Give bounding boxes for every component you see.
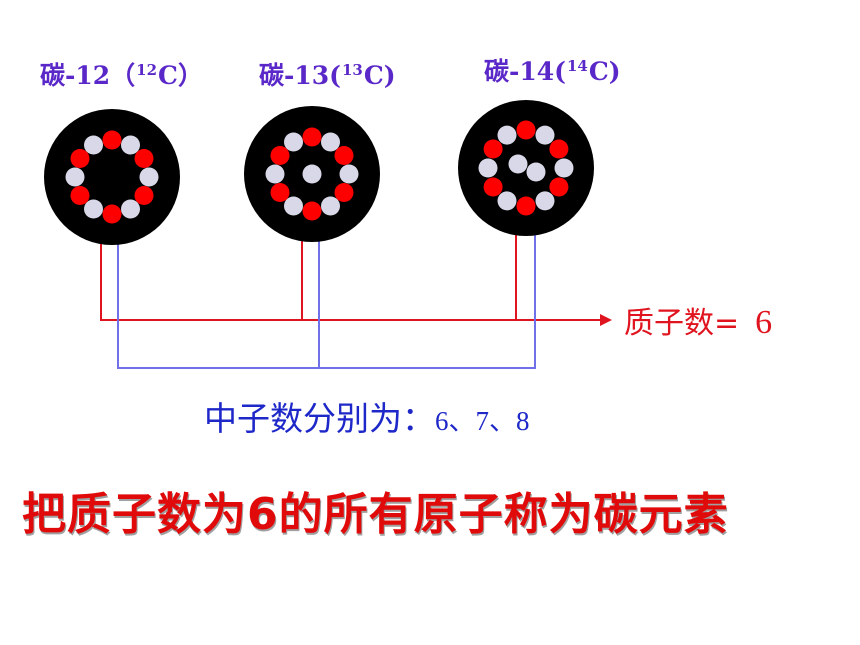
proton-particle	[334, 146, 354, 165]
proton-particle	[483, 177, 503, 197]
conclusion-heading: 把质子数为6的所有原子称为碳元素	[22, 489, 729, 540]
proton-particle	[270, 183, 290, 202]
mass-number: 14	[567, 57, 588, 75]
proton-particle	[516, 196, 536, 216]
isotope-label-c13: 碳-13(13C)	[259, 56, 396, 92]
neutron-particle	[84, 135, 103, 155]
proton-count-label: 质子数=	[624, 306, 740, 341]
isotope-label-suffix: )	[608, 57, 621, 86]
neutron-count-text: 中子数分别为：6、7、8	[204, 392, 530, 440]
neutron-particle	[265, 164, 285, 184]
proton-particle	[334, 183, 354, 202]
proton-particle	[134, 186, 154, 205]
isotope-label-prefix: 碳-12（	[40, 61, 136, 90]
neutron-count-values: 6、7、8	[435, 406, 530, 436]
isotope-label-c14: 碳-14(14C)	[484, 52, 621, 88]
neutron-particle	[84, 199, 103, 219]
arrow-head-icon	[600, 314, 612, 326]
mass-number: 13	[342, 61, 363, 79]
element-symbol: C	[158, 61, 178, 90]
mass-number: 12	[136, 61, 158, 79]
proton-particle	[549, 139, 569, 159]
proton-particle	[549, 177, 569, 197]
neutron-particle	[284, 196, 303, 216]
neutron-connector-line	[117, 220, 536, 369]
proton-particle	[70, 186, 90, 205]
neutron-particle	[284, 132, 303, 152]
neutron-particle	[497, 191, 517, 211]
proton-particle	[270, 146, 290, 165]
neutron-particle	[139, 167, 159, 187]
proton-particle	[516, 120, 536, 140]
neutron-particle	[302, 164, 322, 184]
proton-count-text: 质子数= 6	[624, 298, 772, 342]
proton-particle	[302, 201, 322, 221]
proton-connector-line	[100, 222, 600, 321]
isotope-label-suffix: ）	[177, 61, 203, 90]
proton-particle	[483, 139, 503, 159]
neutron-particle	[121, 135, 140, 155]
isotope-label-prefix: 碳-13(	[259, 61, 341, 90]
isotope-label-suffix: )	[383, 61, 396, 90]
isotope-label-prefix: 碳-14(	[484, 57, 566, 86]
neutron-particle	[554, 158, 574, 178]
element-symbol: C	[588, 57, 609, 86]
proton-count-value: 6	[755, 304, 773, 341]
neutron-particle	[121, 199, 140, 219]
neutron-particle	[526, 162, 546, 182]
neutron-particle	[508, 154, 528, 174]
isotope-label-c12: 碳-12（12C）	[40, 56, 203, 92]
neutron-particle	[321, 196, 340, 216]
proton-particle	[102, 130, 122, 150]
neutron-particle	[497, 125, 517, 145]
neutron-particle	[478, 158, 498, 178]
neutron-particle	[65, 167, 85, 187]
nucleus-circle	[44, 109, 180, 245]
proton-particle	[302, 127, 322, 147]
neutron-particle	[339, 164, 359, 184]
neutron-particle	[535, 125, 555, 145]
proton-particle	[70, 149, 90, 168]
proton-particle	[102, 204, 122, 224]
proton-particle	[134, 149, 154, 168]
element-symbol: C	[363, 61, 384, 90]
neutron-particle	[535, 191, 555, 211]
neutron-count-label: 中子数分别为：	[204, 399, 435, 438]
neutron-particle	[321, 132, 340, 152]
